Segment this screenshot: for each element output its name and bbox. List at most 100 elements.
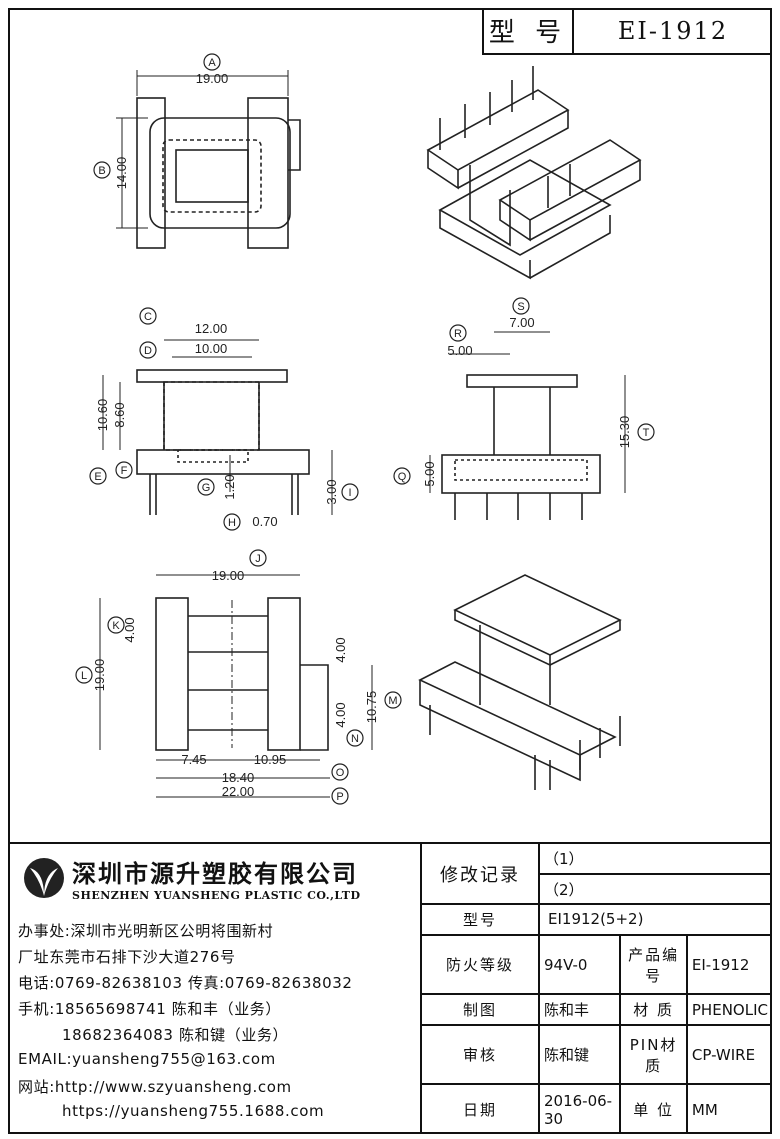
dim-s: 7.00	[509, 315, 534, 330]
dim-w1: 7.45	[181, 752, 206, 767]
marker-o: O	[336, 767, 345, 779]
marker-t: T	[643, 427, 650, 439]
marker-n: N	[351, 733, 359, 745]
website-2: https://yuansheng755.1688.com	[62, 1102, 325, 1120]
marker-circle-l	[75, 666, 93, 684]
company-name-english: SHENZHEN YUANSHENG PLASTIC CO.,LTD	[72, 889, 361, 902]
marker-i: I	[348, 487, 351, 499]
mobile-2: 18682364083 陈和键（业务）	[62, 1026, 289, 1044]
marker-circle-h	[223, 513, 241, 531]
revision-label: 修改记录	[422, 844, 540, 905]
office-address: 办事处:深圳市光明新区公明将围新村	[18, 922, 274, 940]
marker-circle-g	[197, 478, 215, 496]
dim-a: 19.00	[196, 71, 229, 86]
product-code-label: 产品编号	[619, 933, 688, 996]
marker-c: C	[144, 311, 152, 323]
marker-j: J	[255, 553, 261, 565]
marker-k: K	[112, 620, 120, 632]
dim-n: 18.40	[222, 770, 255, 785]
marker-circle-t	[637, 423, 655, 441]
marker-d: D	[144, 345, 152, 357]
technical-drawing: 19.00 14.00 12.00 10.00 10.60 8.60	[75, 53, 655, 805]
marker-a: A	[208, 57, 216, 69]
marker-circle-e	[89, 467, 107, 485]
fire-rating-label: 防火等级	[422, 933, 540, 996]
iso-view-2	[418, 574, 622, 790]
dim-g: 1.20	[222, 474, 237, 499]
marker-s: S	[517, 301, 524, 313]
dim-t: 15.30	[617, 416, 632, 449]
reviewer-value: 陈和键	[537, 1024, 622, 1086]
model-field-value: EI1912(5+2)	[538, 903, 772, 936]
marker-circle-a	[203, 53, 221, 71]
revision-1: （1）	[538, 844, 772, 875]
dim-pitch-b: 4.00	[333, 702, 348, 727]
drawn-by-label: 制图	[422, 993, 540, 1027]
material-value: PHENOLIC	[685, 993, 772, 1027]
marker-circle-m	[384, 691, 402, 709]
dim-l: 19.00	[92, 659, 107, 692]
side-view	[429, 331, 626, 520]
dim-c: 12.00	[195, 321, 228, 336]
dim-w2: 10.95	[254, 752, 287, 767]
bottom-view	[99, 574, 373, 798]
marker-circle-p	[331, 787, 349, 805]
dim-k: 4.00	[122, 617, 137, 642]
mobile-1: 手机:18565698741 陈和丰（业务）	[18, 1000, 282, 1018]
marker-circle-d	[139, 341, 157, 359]
model-number: EI-1912	[617, 16, 729, 45]
front-view	[102, 339, 333, 515]
unit-value: MM	[685, 1083, 772, 1134]
marker-circle-r	[449, 324, 467, 342]
marker-circle-q	[393, 467, 411, 485]
marker-f: F	[121, 465, 128, 477]
title-block: 型 号 EI-1912	[482, 8, 772, 55]
website-1: 网站:http://www.szyuansheng.com	[18, 1078, 292, 1096]
title-block-bottom: 深圳市源升塑胶有限公司 SHENZHEN YUANSHENG PLASTIC C…	[8, 842, 772, 1134]
dim-b: 14.00	[114, 157, 129, 190]
marker-circle-j	[249, 549, 267, 567]
marker-circle-o	[331, 763, 349, 781]
dim-m: 10.75	[364, 691, 379, 724]
dim-o: 22.00	[222, 784, 255, 799]
date-label: 日期	[422, 1083, 540, 1134]
pin-material-value: CP-WIRE	[685, 1024, 772, 1086]
dim-d: 10.00	[195, 341, 228, 356]
marker-l: L	[81, 670, 87, 682]
marker-g: G	[202, 482, 211, 494]
dim-i: 3.00	[324, 479, 339, 504]
factory-address: 厂址东莞市石排下沙大道276号	[18, 948, 236, 966]
spec-table: 修改记录 （1） （2） 型号 EI1912(5+2) 防火等级 94V-0 产…	[422, 844, 772, 1134]
product-code-value: EI-1912	[685, 933, 772, 996]
dim-f: 8.60	[112, 402, 127, 427]
marker-circle-s	[512, 297, 530, 315]
revision-2: （2）	[539, 873, 772, 905]
iso-view-1	[426, 66, 642, 280]
reviewer-label: 审核	[422, 1024, 540, 1086]
model-label: 型 号	[484, 8, 574, 53]
dim-pitch-a: 4.00	[333, 637, 348, 662]
top-view	[116, 70, 301, 249]
pin-material-label: PIN材 质	[619, 1024, 688, 1086]
marker-circle-f	[115, 461, 133, 479]
marker-q: Q	[398, 471, 407, 483]
marker-r: R	[454, 328, 462, 340]
marker-circle-c	[139, 307, 157, 325]
dim-q: 5.00	[422, 461, 437, 486]
phone-fax: 电话:0769-82638103 传真:0769-82638032	[18, 974, 353, 992]
marker-e: E	[94, 471, 101, 483]
fire-rating-value: 94V-0	[537, 933, 622, 996]
marker-p: P	[336, 791, 343, 803]
marker-b: B	[98, 165, 105, 177]
date-value: 2016-06-30	[537, 1083, 622, 1134]
company-info: 深圳市源升塑胶有限公司 SHENZHEN YUANSHENG PLASTIC C…	[8, 844, 422, 1134]
model-field-label: 型号	[422, 903, 540, 936]
dim-j: 19.00	[212, 568, 245, 583]
marker-h: H	[228, 517, 236, 529]
drawing-frame	[8, 8, 772, 1134]
marker-circle-n	[346, 729, 364, 747]
marker-circle-k	[107, 616, 125, 634]
company-name: 深圳市源升塑胶有限公司	[72, 860, 358, 888]
marker-circle-i	[341, 483, 359, 501]
